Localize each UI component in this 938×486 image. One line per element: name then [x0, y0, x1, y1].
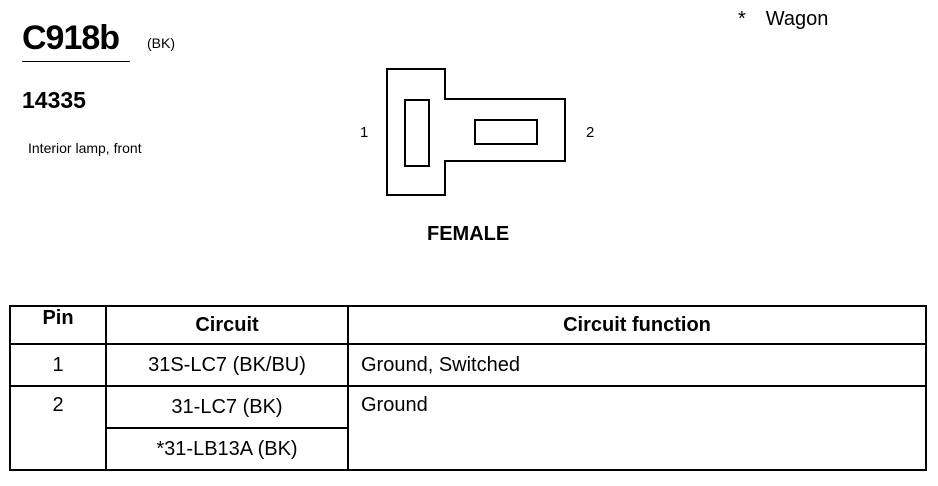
connector-description: Interior lamp, front [28, 140, 142, 156]
table-row: *31-LB13A (BK) [10, 427, 926, 471]
pin-table: Pin Circuit Circuit function 1 31S-LC7 (… [9, 305, 927, 471]
pin-number: 1 [52, 354, 64, 376]
circuit-code: 31S-LC7 (BK/BU) [148, 354, 306, 376]
cell-circuit-function: Ground [347, 385, 927, 471]
cell-circuit: 31S-LC7 (BK/BU) [105, 343, 349, 387]
pin-number: 2 [52, 394, 64, 416]
footnote: * Wagon [738, 8, 828, 31]
cell-circuit: *31-LB13A (BK) [105, 427, 349, 471]
header-circuit-function: Circuit function [347, 305, 927, 345]
pin-1-cavity [404, 99, 430, 167]
connector-housing [386, 68, 566, 196]
pin-1-label: 1 [360, 124, 369, 141]
connector-color: (BK) [147, 35, 175, 51]
connector-id: C918b [22, 19, 120, 57]
circuit-function: Ground, Switched [361, 354, 520, 376]
pin-2-label: 2 [586, 124, 595, 141]
cell-circuit-function: Ground, Switched [347, 343, 927, 387]
cell-circuit: 31-LC7 (BK) [105, 385, 349, 429]
cell-pin: 1 [9, 343, 107, 387]
circuit-code: 31-LC7 (BK) [171, 396, 283, 418]
header-pin: Pin [9, 305, 107, 345]
header-circuit: Circuit [105, 305, 349, 345]
circuit-code: *31-LB13A (BK) [156, 438, 298, 460]
connector-gender: FEMALE [427, 223, 510, 245]
part-number: 14335 [22, 87, 86, 113]
footnote-symbol: * [738, 8, 746, 30]
circuit-function: Ground [361, 394, 428, 416]
table-header-row: Pin Circuit Circuit function [9, 305, 927, 345]
table-row: 2 31-LC7 (BK) Ground [9, 385, 927, 471]
connector-face-diagram [386, 68, 566, 196]
pin-2-cavity [474, 119, 538, 145]
footnote-text: Wagon [765, 8, 829, 30]
cell-pin: 2 [9, 385, 107, 471]
table-row: 1 31S-LC7 (BK/BU) Ground, Switched [9, 343, 927, 387]
title-underline [22, 61, 130, 62]
